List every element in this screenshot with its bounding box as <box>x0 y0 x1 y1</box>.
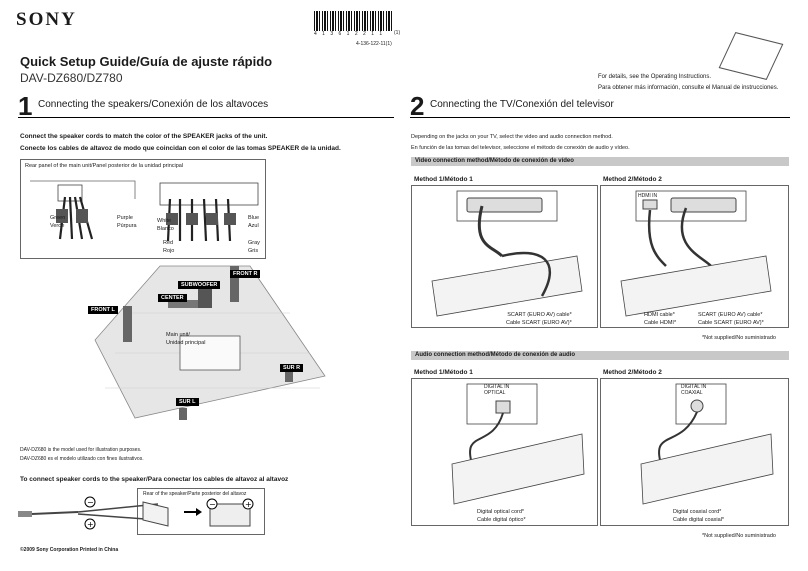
section-1-title: Connecting the speakers/Conexión de los … <box>38 99 268 110</box>
cords-title: To connect speaker cords to the speaker/… <box>20 476 288 483</box>
model-name: DAV-DZ680/DZ780 <box>20 71 123 85</box>
sur-r-tag: SUR R <box>280 364 303 372</box>
barcode <box>314 11 392 31</box>
not-supplied-note-1: *Not supplied/No suministrado <box>702 335 776 341</box>
copyright: ©2009 Sony Corporation Printed in China <box>20 547 118 553</box>
audio-method-2-illustration <box>601 379 788 525</box>
coaxial-label: Digital coaxial cord*Cable digital coaxi… <box>673 508 724 524</box>
video-method-1-title: Method 1/Método 1 <box>414 176 473 183</box>
audio-method-1-illustration <box>412 379 597 525</box>
video-method-2-title: Method 2/Método 2 <box>603 176 662 183</box>
intro-en: Depending on the jacks on your TV, selec… <box>411 134 613 140</box>
instruction-es: Conecte los cables de altavoz de modo qu… <box>20 145 341 152</box>
barcode-number: 4 1 3 6 1 2 2 1 1 <box>314 31 384 37</box>
details-note: For details, see the Operating Instructi… <box>598 72 778 94</box>
svg-text:+: + <box>87 520 94 529</box>
scart-label-2: SCART (EURO AV) cable*Cable SCART (EURO … <box>698 311 764 327</box>
audio-method-bar: Audio connection method/Método de conexi… <box>411 351 789 360</box>
page-title: Quick Setup Guide/Guía de ajuste rápido <box>20 54 272 69</box>
main-unit-label: Main unit/Unidad principal <box>166 331 205 347</box>
optical-label: Digital optical cord*Cable digital óptic… <box>477 508 526 524</box>
details-es: Para obtener más información, consulte e… <box>598 83 778 94</box>
subwoofer-tag: SUBWOOFER <box>178 281 220 289</box>
details-en: For details, see the Operating Instructi… <box>598 72 778 83</box>
svg-text:−: − <box>209 500 216 509</box>
audio-method-1-title: Method 1/Método 1 <box>414 369 473 376</box>
barcode-suffix: (1) <box>394 30 400 36</box>
video-method-bar: Video connection method/Método de conexi… <box>411 157 789 166</box>
not-supplied-note-2: *Not supplied/No suministrado <box>702 533 776 539</box>
svg-text:−: − <box>87 498 94 507</box>
hdmi-in-label: HDMI IN <box>638 193 657 199</box>
cord-connection-illustration: − + − + <box>18 494 268 534</box>
video-method-1-illustration <box>412 186 597 327</box>
video-method-2-illustration <box>601 186 788 327</box>
intro-es: En función de las tomas del televisor, s… <box>411 145 630 151</box>
instruction-en: Connect the speaker cords to match the c… <box>20 133 267 140</box>
hdmi-label: HDMI cable*Cable HDMI* <box>644 311 676 327</box>
front-r-tag: FRONT R <box>230 270 260 278</box>
section-2-title: Connecting the TV/Conexión del televisor <box>430 99 614 110</box>
part-number: 4-136-122-11(1) <box>356 41 392 47</box>
svg-text:+: + <box>245 500 252 509</box>
scart-label-1: SCART (EURO AV) cable*Cable SCART (EURO … <box>506 311 572 327</box>
audio-method-2-title: Method 2/Método 2 <box>603 369 662 376</box>
illustration-note: DAV-DZ680 is the model used for illustra… <box>20 446 144 464</box>
section-1-rule <box>18 117 394 118</box>
section-2-rule <box>410 117 790 118</box>
rear-panel-illustration <box>20 159 266 259</box>
sur-l-tag: SUR L <box>176 398 199 406</box>
front-l-tag: FRONT L <box>88 306 118 314</box>
center-tag: CENTER <box>158 294 187 302</box>
sony-logo: SONY <box>16 9 77 31</box>
